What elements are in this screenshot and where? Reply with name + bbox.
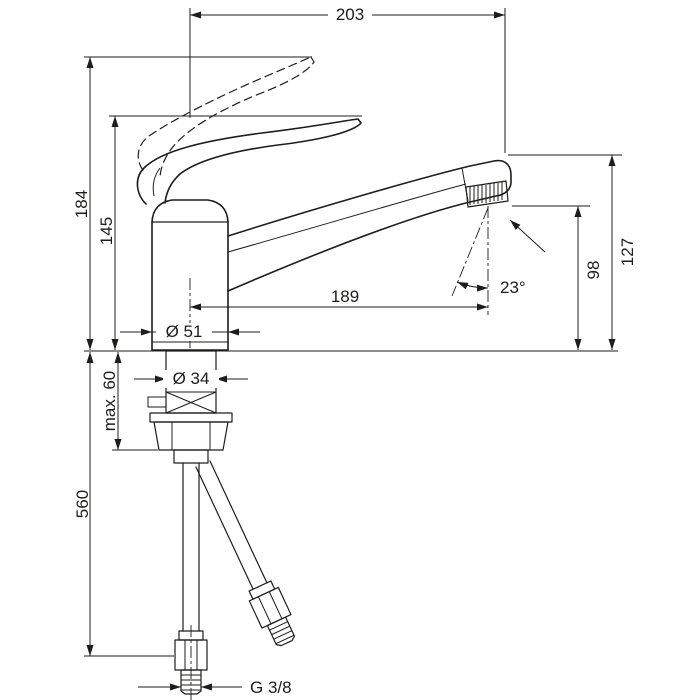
dim-127: 127 — [508, 154, 637, 350]
dim-184-label: 184 — [72, 190, 91, 218]
dim-dia-51: Ø 51 — [120, 322, 260, 341]
dim-203: 203 — [189, 5, 506, 153]
dim-560: 560 — [73, 352, 174, 657]
dim-angle-label: 23° — [500, 278, 526, 297]
dim-145-label: 145 — [97, 217, 116, 245]
dim-98-label: 98 — [584, 261, 603, 280]
dim-max60-label: max. 60 — [100, 371, 119, 431]
dim-dia51-label: Ø 51 — [166, 322, 203, 341]
aerator-hatch — [469, 182, 503, 205]
dim-203-label: 203 — [336, 5, 364, 24]
dim-angle-23: 23° — [451, 207, 546, 297]
dim-thread-g38: G 3/8 — [138, 678, 292, 697]
dim-145: 145 — [97, 115, 362, 350]
mounting-hardware — [147, 350, 233, 464]
dim-184: 184 — [72, 56, 312, 350]
dim-max-60: max. 60 — [100, 352, 158, 451]
dim-dia-34: Ø 34 — [134, 369, 248, 388]
supply-hose-angled — [195, 460, 296, 647]
dim-thread-label: G 3/8 — [250, 678, 292, 697]
centerlines — [189, 206, 489, 700]
hose-fitting-straight — [174, 630, 208, 695]
hose-fitting-angled — [248, 580, 296, 647]
aerator — [465, 180, 509, 208]
supply-hose-straight — [174, 462, 208, 695]
dim-dia34-label: Ø 34 — [173, 369, 210, 388]
dim-98: 98 — [512, 205, 603, 350]
dim-127-label: 127 — [618, 238, 637, 266]
dim-189-label: 189 — [331, 287, 359, 306]
faucet-handle-raised-dashed — [137, 56, 315, 179]
dim-560-label: 560 — [73, 490, 92, 518]
dim-189: 189 — [190, 287, 488, 311]
faucet-spout — [227, 159, 512, 292]
faucet-handle — [136, 118, 362, 205]
